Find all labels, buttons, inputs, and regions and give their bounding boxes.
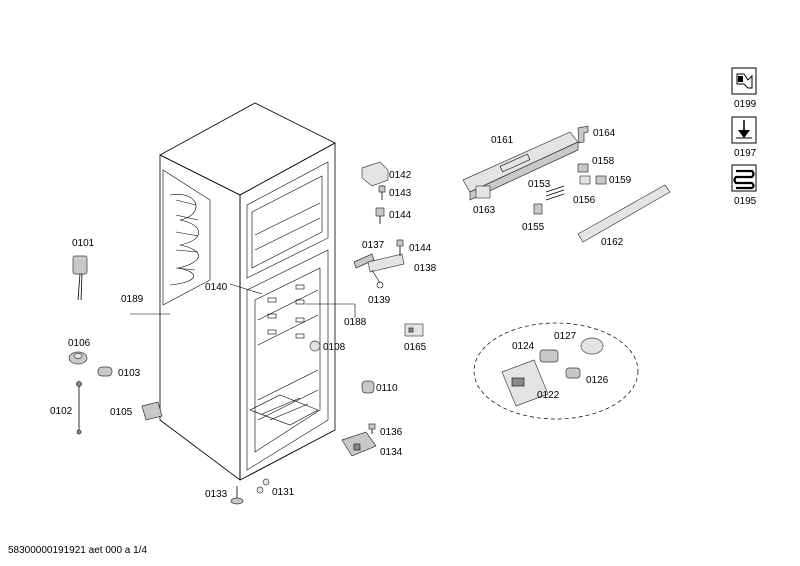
down-arrow-tool-icon: [736, 120, 752, 139]
control-knobs-part: [533, 163, 607, 215]
control-panel-part: [462, 125, 589, 201]
part-labels: 0101 0189 0106 0103 0102 0105 0133 0131 …: [50, 128, 632, 500]
side-icon-label: 0197: [734, 148, 757, 159]
label-0143: 0143: [389, 188, 412, 199]
refrigerator-cabinet: [159, 102, 336, 481]
connector-part: [404, 323, 424, 337]
label-0161: 0161: [491, 135, 514, 146]
label-0102: 0102: [50, 406, 73, 417]
label-0133: 0133: [205, 489, 228, 500]
label-0124: 0124: [512, 341, 535, 352]
grommet-part: [68, 351, 88, 365]
hinge-cover-part: [361, 161, 389, 224]
label-0106: 0106: [68, 338, 91, 349]
label-0163: 0163: [473, 205, 496, 216]
label-0142: 0142: [389, 170, 412, 181]
label-0188: 0188: [344, 317, 367, 328]
label-0126: 0126: [586, 375, 609, 386]
label-0101: 0101: [72, 238, 95, 249]
label-0144-b: 0144: [409, 243, 432, 254]
lamp-assembly-group: [473, 322, 639, 420]
label-0159: 0159: [609, 175, 632, 186]
label-0108: 0108: [323, 342, 346, 353]
clip-part: [141, 401, 163, 421]
panel-strip-part: [577, 184, 671, 243]
small-caps-part: [256, 478, 270, 494]
label-0103: 0103: [118, 368, 141, 379]
label-0110: 0110: [376, 383, 398, 394]
label-0136: 0136: [380, 427, 403, 438]
document-id: 58300000191921 aet 000 a 1/4: [8, 545, 148, 556]
label-0155: 0155: [522, 222, 545, 233]
side-icon-label: 0199: [734, 99, 757, 110]
label-0162: 0162: [601, 237, 624, 248]
cap-part: [97, 366, 113, 377]
power-plug-part: [72, 255, 88, 301]
label-0127: 0127: [554, 331, 577, 342]
label-0138: 0138: [414, 263, 437, 274]
label-0140: 0140: [205, 282, 228, 293]
label-0122: 0122: [537, 390, 560, 401]
label-0131: 0131: [272, 487, 295, 498]
label-0137: 0137: [362, 240, 385, 251]
wrench-tool-icon: [736, 73, 753, 89]
label-0156: 0156: [573, 195, 596, 206]
label-0144-a: 0144: [389, 210, 412, 221]
side-icon-0195: 0195: [731, 164, 757, 207]
lamp-button-part: [309, 340, 321, 352]
label-0134: 0134: [380, 447, 403, 458]
bottom-hinge-part: [341, 423, 377, 457]
label-0164: 0164: [593, 128, 616, 139]
label-0189: 0189: [121, 294, 144, 305]
label-0153: 0153: [528, 179, 551, 190]
leader-lines: [130, 269, 381, 318]
sensor-wire-part: [76, 381, 82, 435]
side-icon-0197: 0197: [731, 116, 757, 159]
heating-coil-icon: [733, 169, 755, 190]
leveling-foot-part: [230, 486, 244, 505]
label-0139: 0139: [368, 295, 391, 306]
side-icon-label: 0195: [734, 196, 757, 207]
label-0158: 0158: [592, 156, 615, 167]
label-0105: 0105: [110, 407, 133, 418]
label-0165: 0165: [404, 342, 427, 353]
plug-part: [361, 380, 375, 394]
hinge-part: [353, 239, 405, 289]
side-icon-0199: 0199: [731, 67, 757, 110]
